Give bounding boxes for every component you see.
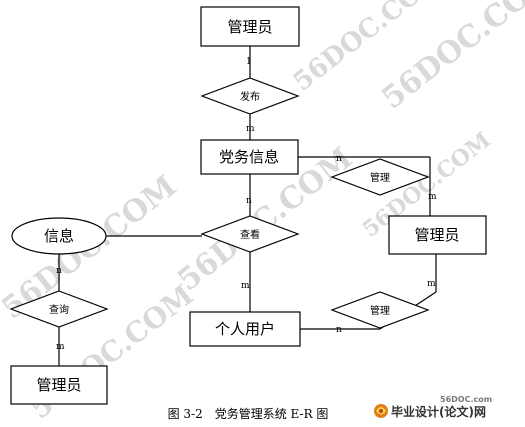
brand-swirl-icon xyxy=(374,404,388,418)
card-admin-manage-lower: m xyxy=(427,279,436,289)
edges xyxy=(58,46,437,366)
brand-url: 56DOC.com xyxy=(440,395,492,404)
entity-admin-top-label: 管理员 xyxy=(227,18,272,36)
card-info-query: n xyxy=(56,266,62,276)
relationship-manage-upper-label: 管理 xyxy=(370,171,390,184)
card-view-user: m xyxy=(241,281,250,291)
card-manage-upper-admin: m xyxy=(428,192,437,202)
relationship-publish-label: 发布 xyxy=(240,90,260,103)
relationship-view: 查看 xyxy=(200,215,300,253)
cardinalities: 1 m n m n m m n n m xyxy=(56,57,437,352)
relationship-query: 查询 xyxy=(9,290,109,328)
figure-caption: 图 3-2 党务管理系统 E-R 图 xyxy=(168,406,329,421)
attribute-info-label: 信息 xyxy=(44,227,74,245)
attribute-info: 信息 xyxy=(11,217,107,255)
entity-admin-bottom-left: 管理员 xyxy=(10,365,108,405)
relationship-query-label: 查询 xyxy=(49,303,69,316)
entity-personal-user-label: 个人用户 xyxy=(215,320,275,338)
card-admin-publish: 1 xyxy=(246,57,252,67)
card-manage-lower-user: n xyxy=(336,325,342,335)
card-party-manage-upper: n xyxy=(336,154,342,164)
entity-party-info: 党务信息 xyxy=(200,139,299,175)
relationship-view-label: 查看 xyxy=(240,228,260,241)
brand-logo: 56DOC.com 毕业设计(论文)网 xyxy=(374,395,492,419)
card-publish-party: m xyxy=(246,124,255,134)
relationship-manage-lower-label: 管理 xyxy=(370,304,390,317)
entity-party-info-label: 党务信息 xyxy=(219,148,279,166)
entity-personal-user: 个人用户 xyxy=(189,311,301,347)
entity-admin-right-label: 管理员 xyxy=(414,226,459,244)
entity-admin-bottom-left-label: 管理员 xyxy=(36,376,81,394)
relationship-manage-lower: 管理 xyxy=(330,291,430,329)
brand-name: 毕业设计(论文)网 xyxy=(391,404,486,419)
card-party-view: n xyxy=(246,196,252,206)
entity-admin-top: 管理员 xyxy=(200,6,300,47)
entity-admin-right: 管理员 xyxy=(388,215,487,255)
card-query-admin: m xyxy=(56,342,65,352)
relationship-publish: 发布 xyxy=(200,77,300,115)
relationship-manage-upper: 管理 xyxy=(330,158,430,196)
